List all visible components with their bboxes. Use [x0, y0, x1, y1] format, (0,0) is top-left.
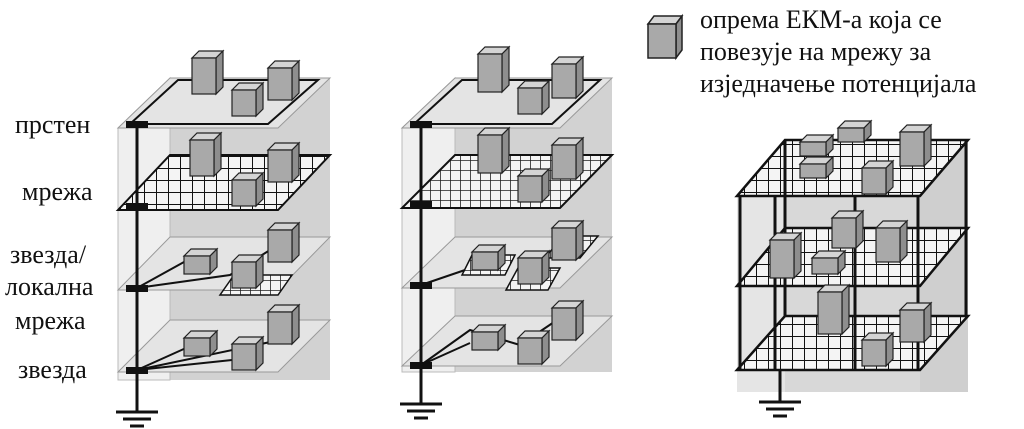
equipment-box	[266, 141, 301, 184]
equipment-box	[898, 123, 933, 168]
equipment-box	[550, 299, 585, 342]
legend-line-1: опрема ЕКМ-а која се	[700, 5, 942, 34]
equipment-box	[230, 335, 265, 372]
equipment-box	[836, 119, 873, 144]
equipment-box	[550, 55, 585, 100]
equipment-box	[266, 303, 301, 346]
equipment-box	[470, 323, 507, 352]
equipment-box	[188, 131, 223, 178]
equipment-box	[874, 219, 909, 264]
label-ring: прстен	[15, 110, 91, 139]
equipment-boxes	[182, 45, 933, 372]
equipment-box	[516, 329, 551, 366]
equipment-box	[190, 49, 225, 96]
equipment-box	[230, 81, 265, 118]
equipment-box	[470, 243, 507, 272]
legend-equipment-icon	[646, 13, 684, 61]
label-star-local-1: звезда/	[10, 240, 87, 269]
equipment-box	[516, 79, 551, 116]
legend-line-2: повезује на мрежу за	[700, 37, 932, 66]
equipment-box	[798, 155, 835, 180]
equipment-box	[266, 221, 301, 264]
equipment-box	[230, 253, 265, 290]
equipment-box	[860, 159, 895, 196]
equipment-box	[798, 133, 835, 158]
equipment-box	[266, 59, 301, 102]
legend-line-3: изједначење потенцијала	[700, 69, 977, 98]
label-mesh: мрежа	[22, 177, 93, 206]
equipment-box	[816, 283, 851, 336]
equipment-box	[898, 301, 933, 344]
equipment-box	[516, 167, 551, 204]
equipment-box	[516, 249, 551, 286]
equipment-box	[550, 219, 585, 262]
label-star: звезда	[18, 355, 87, 384]
equipment-box	[550, 136, 585, 181]
equipment-box	[182, 247, 219, 276]
equipment-box	[476, 45, 511, 94]
legend: опрема ЕКМ-а која се повезује на мрежу з…	[700, 4, 976, 100]
equipment-box	[476, 126, 511, 175]
equipment-box	[860, 331, 895, 368]
label-star-local-3: мрежа	[15, 306, 86, 335]
equipment-box	[768, 231, 803, 280]
label-star-local-2: локална	[5, 272, 94, 301]
equipment-box	[810, 249, 847, 276]
equipment-box	[182, 329, 219, 358]
equipment-box	[830, 209, 865, 250]
equipment-box	[230, 171, 265, 208]
